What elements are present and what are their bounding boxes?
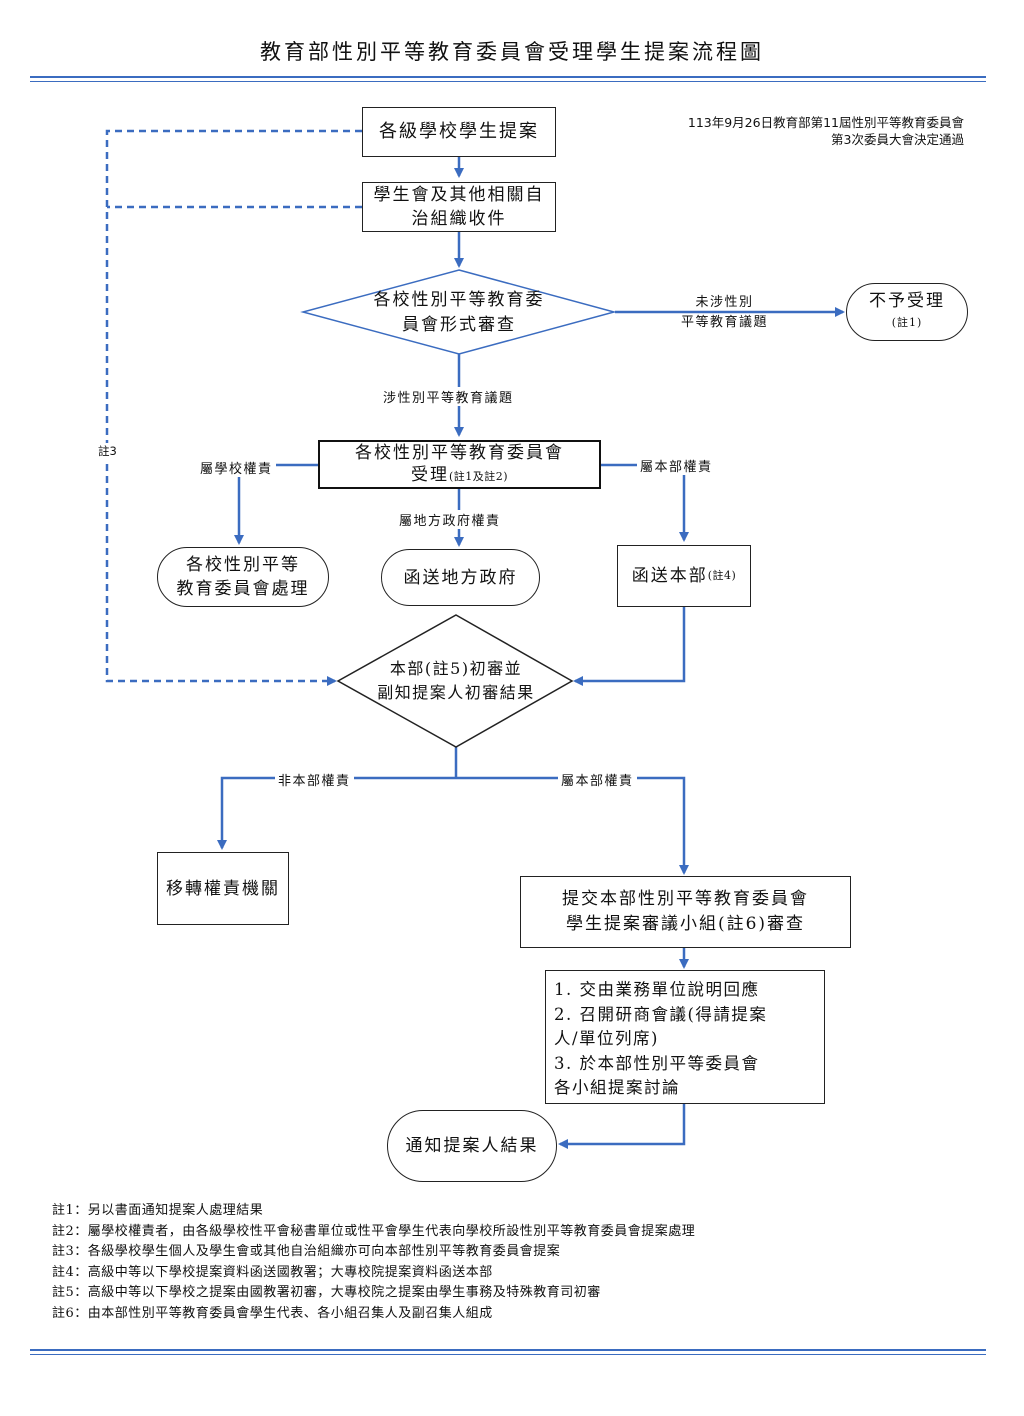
footnote: 註4：高級中等以下學校提案資料函送國教署；大專校院提案資料函送本部 xyxy=(52,1264,493,1280)
page-title: 教育部性別平等教育委員會受理學生提案流程圖 xyxy=(260,40,764,64)
node-send-ministry: 函送本部(註4) xyxy=(617,545,751,607)
diamond-text-ministry-review: 本部(註5)初審並 副知提案人初審結果 xyxy=(377,659,535,702)
step-item: 各小組提案討論 xyxy=(554,1078,680,1097)
step-item: 3. 於本部性別平等委員會 xyxy=(554,1053,760,1073)
label-local-duty: 屬地方政府權責 xyxy=(396,510,504,529)
footnote: 註2：屬學校權責者，由各級學校性平會秘書單位或性平會學生代表向學校所設性別平等教… xyxy=(52,1223,696,1239)
node-school-accept: 各校性別平等教育委員會 受理(註1及註2) xyxy=(318,440,601,489)
footnote: 註5：高級中等以下學校之提案由國教署初審，大專校院之提案由學生事務及特殊教育司初… xyxy=(52,1285,601,1300)
node-send-local-gov: 函送地方政府 xyxy=(381,549,540,606)
footnote: 註3：各級學校學生個人及學生會或其他自治組織亦可向本部性別平等教育委員會提案 xyxy=(52,1244,561,1259)
label-ministry-duty: 屬本部權責 xyxy=(637,456,716,475)
label-non-ministry-duty: 非本部權責 xyxy=(275,770,354,789)
decision-diamond-ministry-review xyxy=(336,614,574,748)
node-review-steps: 1. 交由業務單位說明回應 2. 召開研商會議(得請提案 人/單位列席) 3. … xyxy=(545,970,825,1104)
node-transfer: 移轉權責機關 xyxy=(157,852,289,925)
footnote: 註1：另以書面通知提案人處理結果 xyxy=(52,1203,264,1218)
step-item: 2. 召開研商會議(得請提案 xyxy=(554,1004,768,1024)
top-rule xyxy=(30,76,986,78)
footnote: 註6：由本部性別平等教育委員會學生代表、各小組召集人及副召集人組成 xyxy=(52,1305,493,1321)
step-item: 人/單位列席) xyxy=(554,1029,659,1048)
label-gender-issue: 涉性別平等教育議題 xyxy=(380,387,517,406)
bottom-rule xyxy=(30,1349,986,1351)
bottom-rule-thin xyxy=(30,1354,986,1355)
label-ministry-duty-2: 屬本部權責 xyxy=(558,770,637,789)
decision-diamond-form-review xyxy=(300,269,617,355)
label-school-duty: 屬學校權責 xyxy=(197,458,276,477)
node-student-council: 學生會及其他相關自治組織收件 xyxy=(362,182,556,232)
diamond-text-form-review: 各校性別平等教育委 員會形式審查 xyxy=(373,290,545,335)
node-not-accepted: 不予受理 (註1) xyxy=(846,283,968,341)
step-item: 1. 交由業務單位說明回應 xyxy=(554,980,760,999)
node-student-proposal: 各級學校學生提案 xyxy=(362,107,556,157)
dashed-connector-proposal xyxy=(105,129,362,686)
footnotes: 註1：另以書面通知提案人處理結果 註2：屬學校權責者，由各級學校性平會秘書單位或… xyxy=(52,1201,695,1324)
label-note3: 註3 xyxy=(95,443,120,459)
top-rule-thin xyxy=(30,81,986,82)
node-notify: 通知提案人結果 xyxy=(387,1110,557,1182)
approval-note: 113年9月26日教育部第11屆性別平等教育委員會 第3次委員大會決定通過 xyxy=(687,115,964,147)
node-school-handle: 各校性別平等 教育委員會處理 xyxy=(157,547,329,607)
node-submit-subgroup: 提交本部性別平等教育委員會 學生提案審議小組(註6)審查 xyxy=(520,876,851,948)
label-not-gender-issue: 未涉性別 平等教育議題 xyxy=(681,295,769,330)
